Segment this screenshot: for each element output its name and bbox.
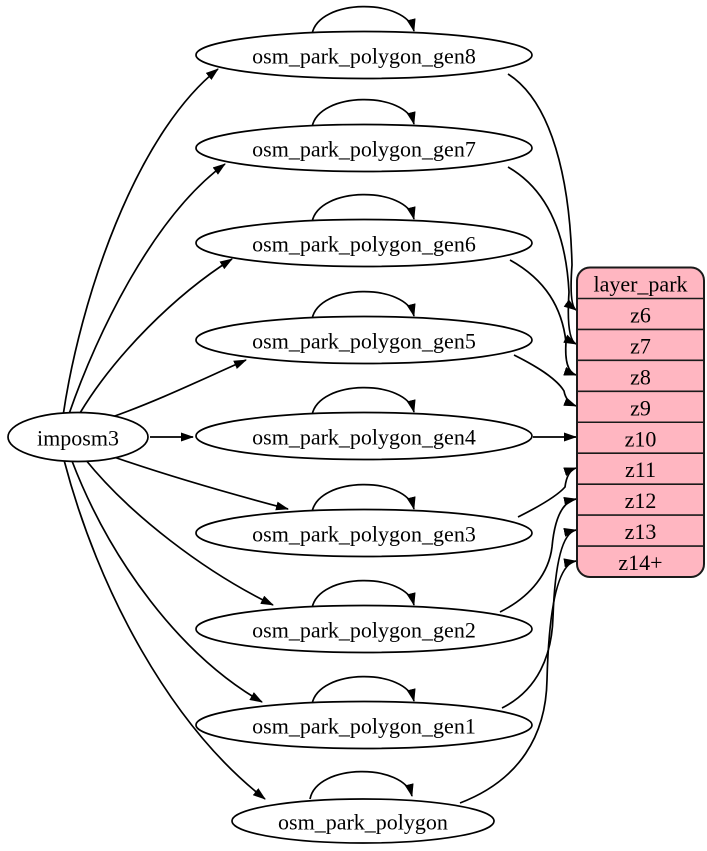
layer-row-z8: z8 (630, 364, 651, 389)
node-osm-park-polygon-gen1: osm_park_polygon_gen1 (195, 700, 533, 750)
node-ellipse (195, 700, 533, 750)
layer-table-header: layer_park (593, 272, 687, 297)
edge-imposm3-gen7 (68, 163, 226, 415)
self-loop-gen4 (311, 386, 416, 416)
node-label: imposm3 (37, 426, 119, 451)
node-imposm3: imposm3 (7, 411, 149, 463)
node-label: osm_park_polygon_gen1 (252, 714, 476, 739)
self-loop-gen8 (311, 5, 416, 35)
self-loop-gen1 (311, 675, 416, 705)
edge-gen8-z6 (507, 73, 577, 311)
layer-row-z6: z6 (630, 302, 651, 327)
node-label: osm_park_polygon_gen5 (252, 329, 476, 354)
edge-gen1-z13 (501, 527, 577, 709)
self-loop-gen3 (311, 483, 416, 513)
self-loop-gen7 (311, 98, 416, 128)
layer-row-z13: z13 (625, 519, 657, 544)
node-ellipse (195, 218, 533, 268)
self-loop-edges (309, 5, 416, 800)
edge-gen5-z9 (513, 354, 577, 407)
edges-from-imposm3 (62, 68, 289, 800)
edge-gen7-z7 (507, 166, 577, 345)
node-label: osm_park_polygon_gen3 (252, 522, 476, 547)
node-ellipse (195, 604, 533, 654)
node-ellipse (7, 411, 149, 463)
node-osm-park-polygon-gen6: osm_park_polygon_gen6 (195, 218, 533, 268)
node-ellipse (195, 508, 533, 558)
layer-row-z7: z7 (630, 333, 651, 358)
self-loop-gen6 (311, 193, 416, 223)
layer-row-z14: z14+ (618, 550, 662, 575)
node-osm-park-polygon-gen7: osm_park_polygon_gen7 (195, 123, 533, 173)
node-label: osm_park_polygon_gen4 (252, 425, 476, 450)
node-ellipse (195, 315, 533, 365)
node-osm-park-polygon-gen4: osm_park_polygon_gen4 (195, 411, 533, 461)
node-label: osm_park_polygon (278, 810, 448, 835)
self-loop-polygon (309, 770, 414, 800)
node-osm-park-polygon-gen3: osm_park_polygon_gen3 (195, 508, 533, 558)
edge-gen2-z12 (499, 496, 577, 613)
node-osm-park-polygon-gen8: osm_park_polygon_gen8 (195, 30, 533, 80)
node-osm-park-polygon-gen5: osm_park_polygon_gen5 (195, 315, 533, 365)
edge-imposm3-gen5 (111, 359, 247, 418)
edge-polygon-z14 (459, 558, 577, 804)
node-label: osm_park_polygon_gen6 (252, 232, 476, 257)
layer-park-table: layer_park z6 z7 z8 z9 z10 z11 z12 z13 z… (576, 266, 705, 578)
layer-row-z10: z10 (625, 426, 657, 451)
edge-gen3-z11 (517, 467, 577, 518)
node-ellipse (195, 123, 533, 173)
layer-row-z12: z12 (625, 488, 657, 513)
node-osm-park-polygon-gen2: osm_park_polygon_gen2 (195, 604, 533, 654)
node-ellipse (231, 798, 495, 844)
node-ellipse (195, 30, 533, 80)
edges-to-layer-rows (459, 73, 577, 804)
node-label: osm_park_polygon_gen8 (252, 44, 476, 69)
layer-row-z11: z11 (625, 457, 656, 482)
edge-imposm3-gen2 (84, 458, 274, 606)
edge-imposm3-gen1 (71, 460, 263, 703)
edge-imposm3-gen8 (62, 68, 219, 417)
edge-imposm3-gen3 (107, 454, 289, 511)
node-label: osm_park_polygon_gen7 (252, 137, 476, 162)
edge-imposm3-gen6 (79, 258, 233, 414)
edge-gen6-z8 (509, 259, 577, 376)
node-ellipse (195, 411, 533, 461)
edge-imposm3-polygon (63, 459, 266, 800)
node-label: osm_park_polygon_gen2 (252, 618, 476, 643)
layer-row-z9: z9 (630, 395, 651, 420)
self-loop-gen5 (311, 290, 416, 320)
self-loop-gen2 (311, 579, 416, 609)
node-osm-park-polygon: osm_park_polygon (231, 798, 495, 844)
